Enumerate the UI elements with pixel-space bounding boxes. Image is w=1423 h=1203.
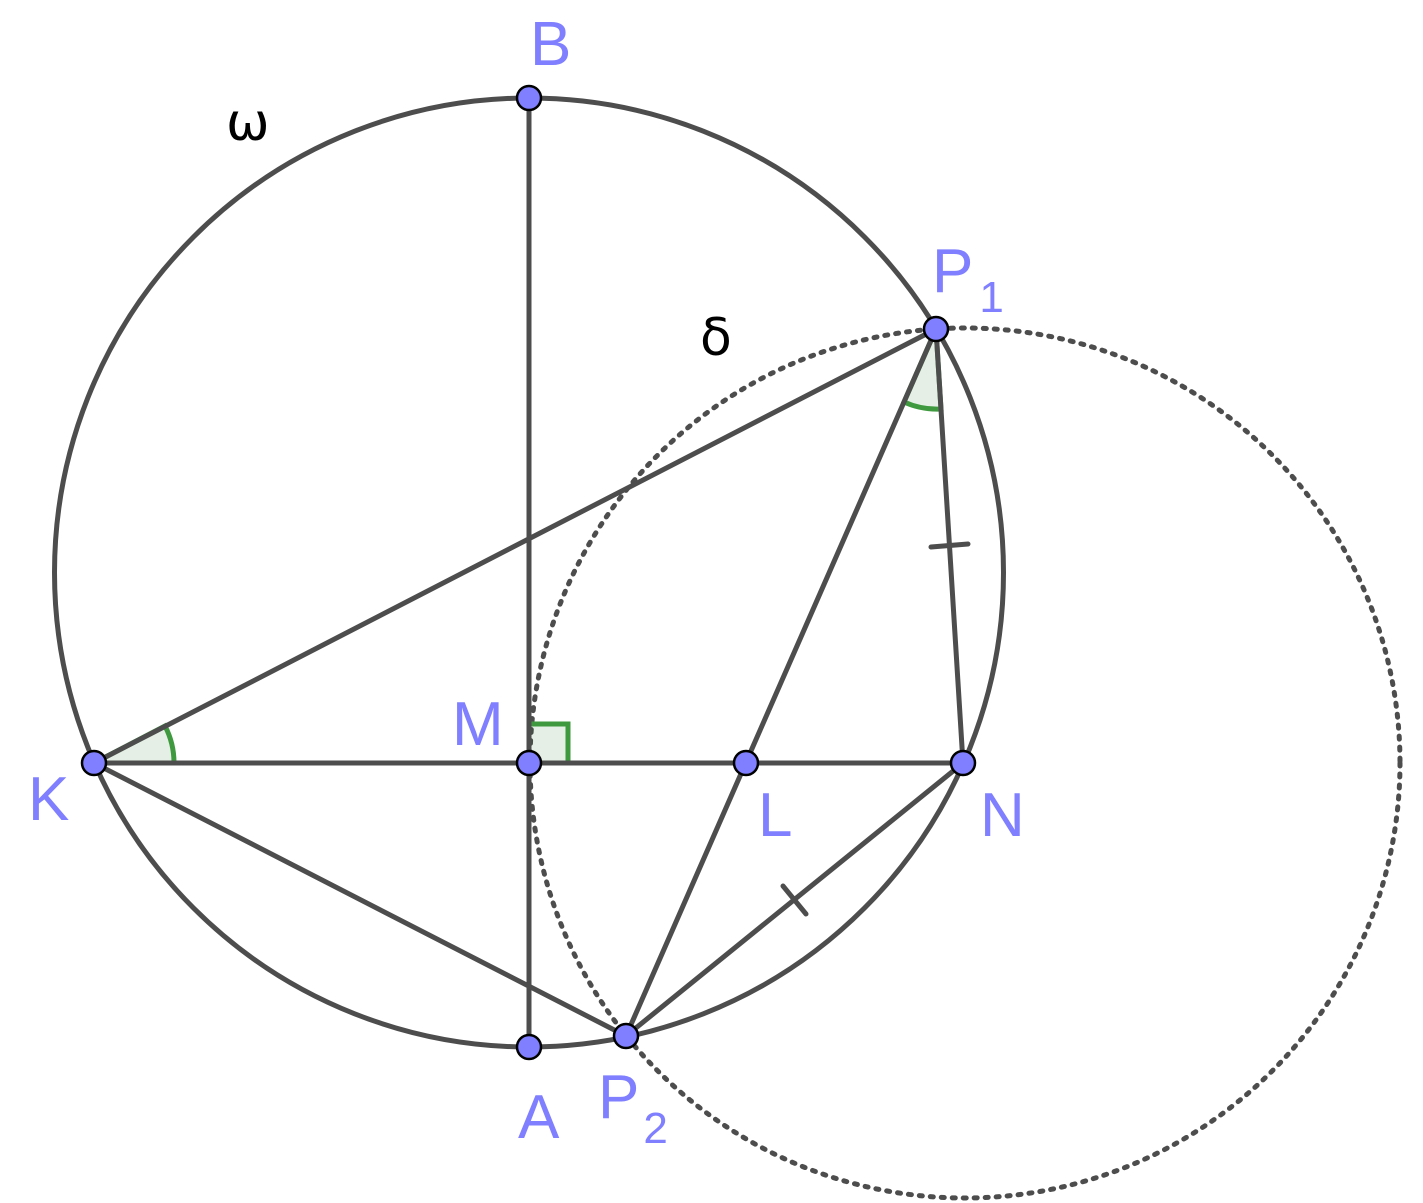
label-omega: ω — [226, 93, 270, 153]
tick-mark-p1n — [928, 541, 971, 550]
point-b[interactable] — [515, 84, 543, 112]
point-a[interactable] — [515, 1033, 543, 1061]
label-p2: P2 — [598, 1063, 668, 1153]
point-p1[interactable] — [922, 315, 950, 343]
segment-kp1 — [91, 326, 939, 766]
label-l: L — [758, 781, 792, 850]
segment-p1p2 — [623, 326, 939, 1039]
point-n[interactable] — [949, 749, 977, 777]
label-m: M — [452, 690, 504, 759]
label-b: B — [530, 10, 571, 79]
point-k[interactable] — [80, 749, 108, 777]
label-delta: δ — [700, 308, 732, 368]
tick-mark-np2 — [780, 883, 809, 917]
point-p2[interactable] — [612, 1022, 640, 1050]
point-l[interactable] — [732, 749, 760, 777]
label-a: A — [518, 1083, 560, 1152]
label-k: K — [28, 765, 69, 834]
point-m[interactable] — [515, 749, 543, 777]
segment-kp2 — [91, 760, 629, 1039]
label-n: N — [980, 781, 1025, 850]
